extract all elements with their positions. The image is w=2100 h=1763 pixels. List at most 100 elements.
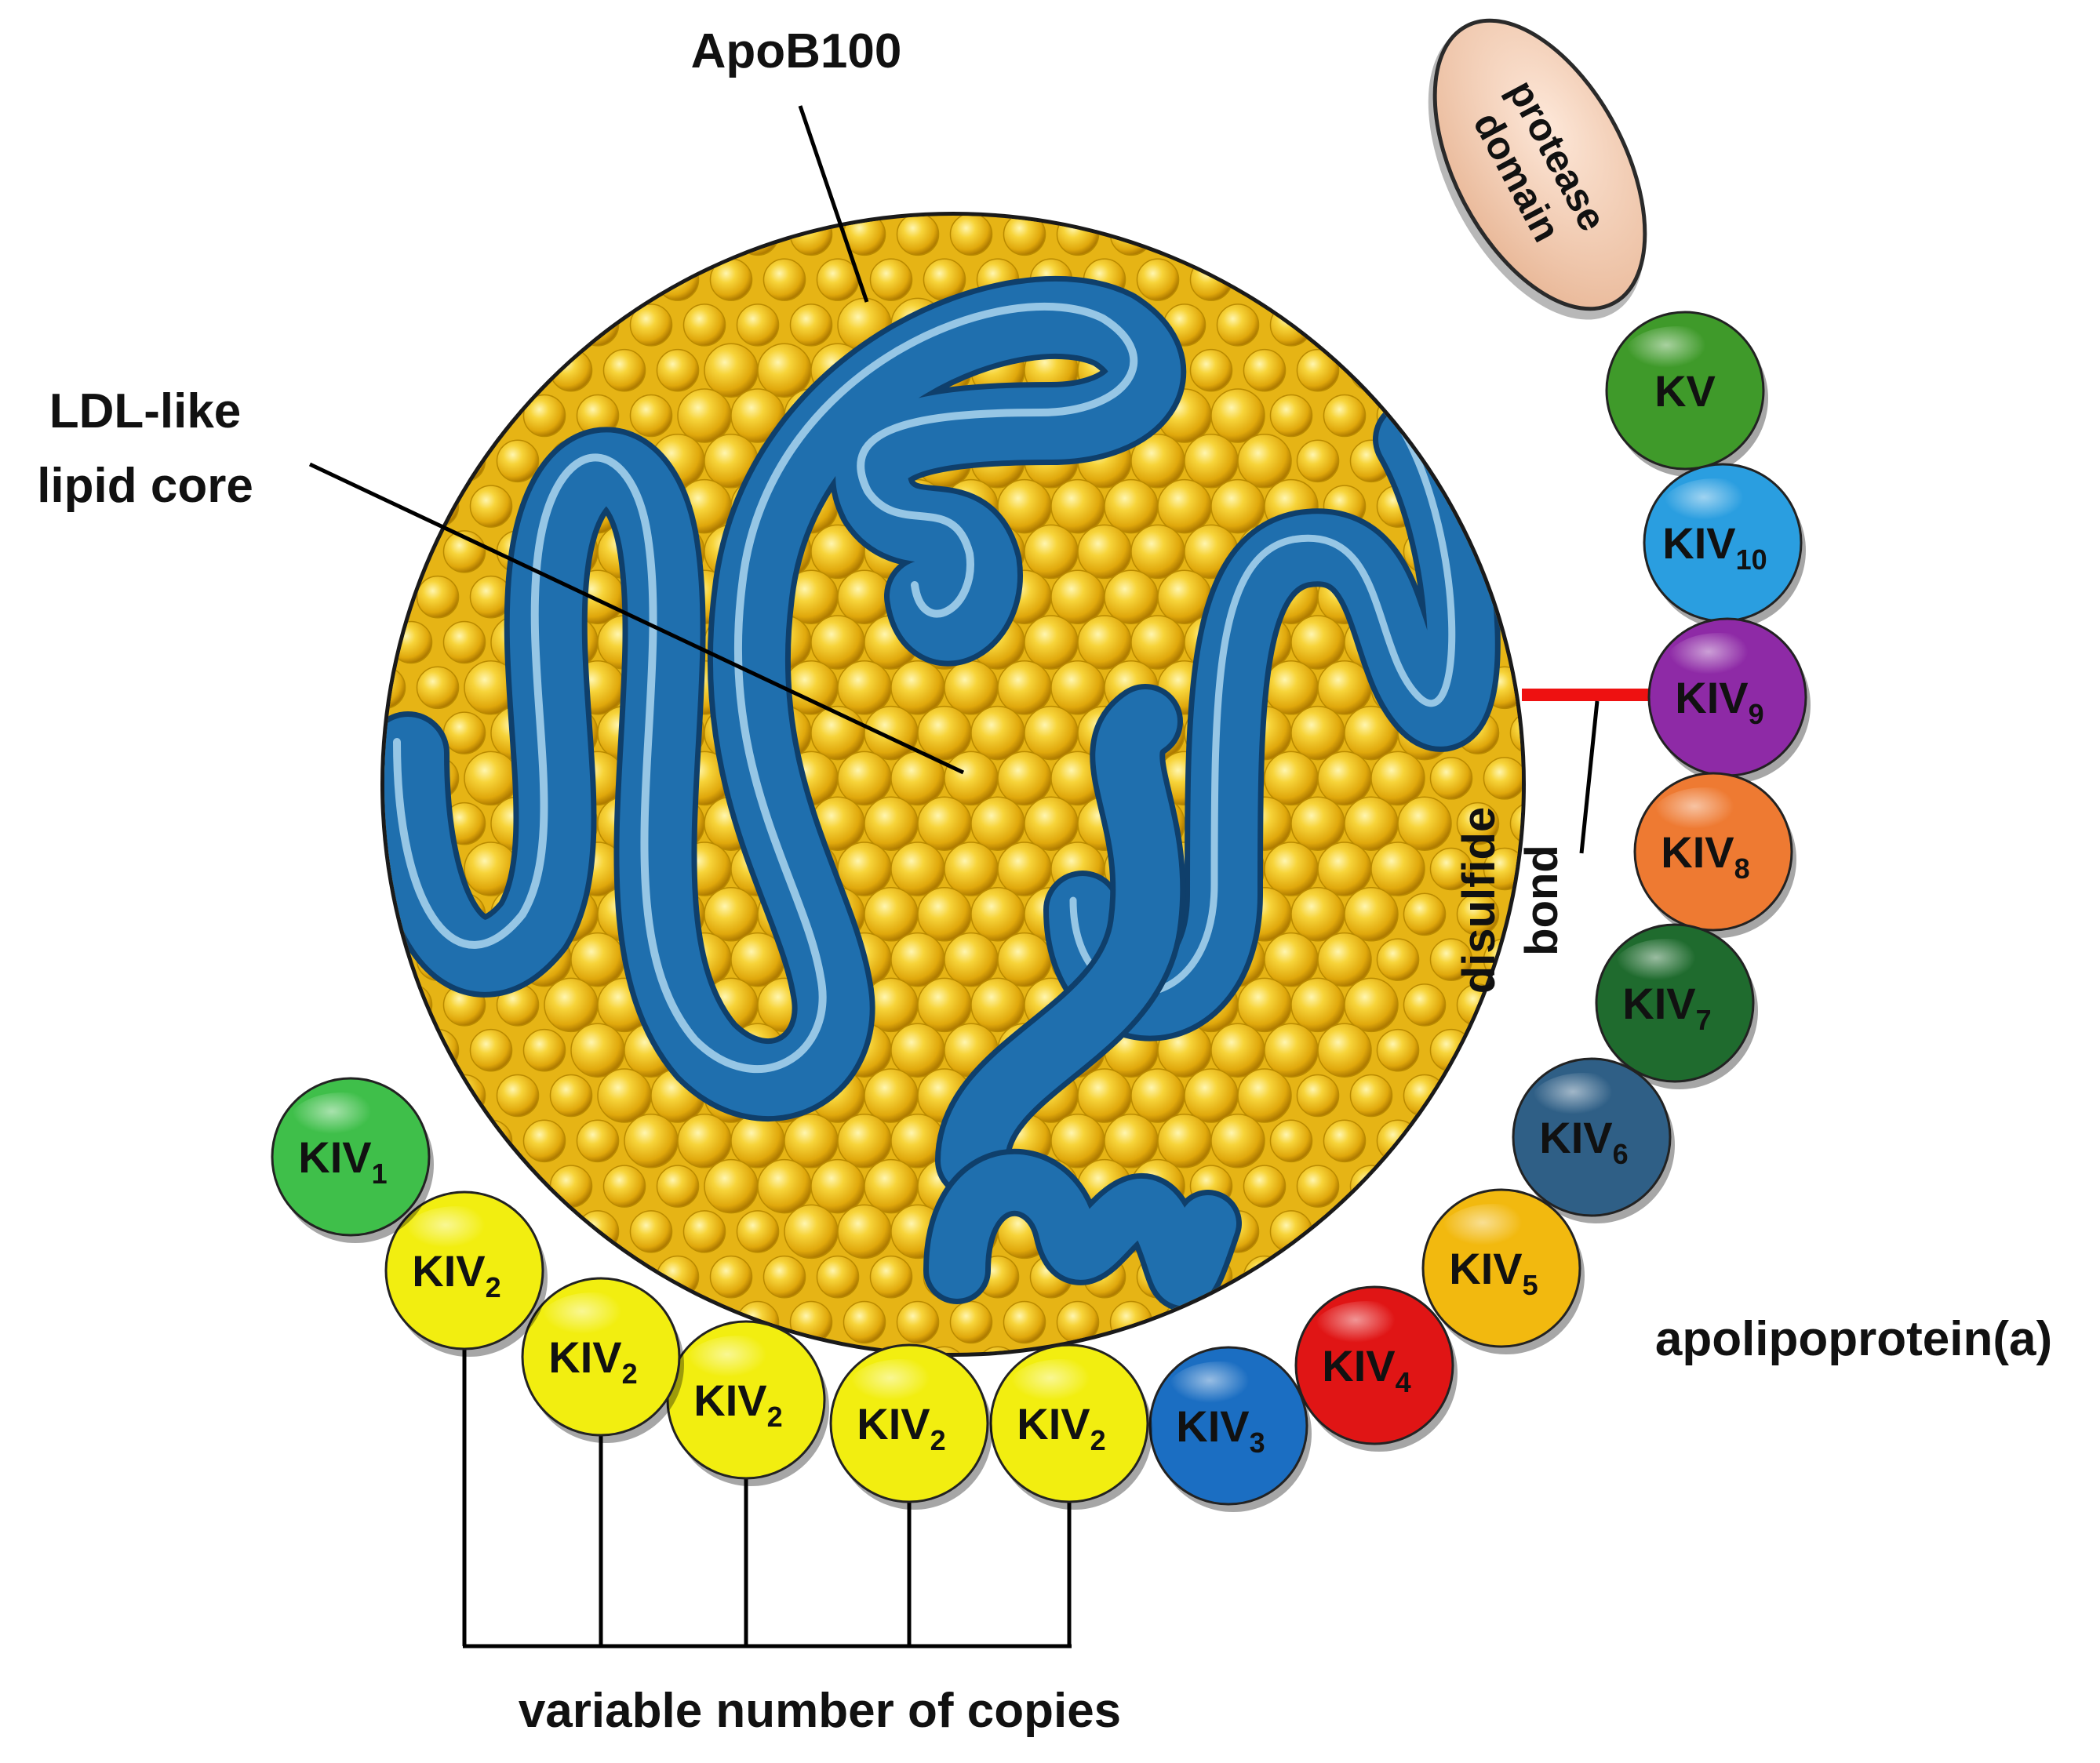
- lipid-droplet: [1104, 478, 1159, 534]
- lipid-droplet: [1509, 711, 1522, 754]
- lipid-droplet: [810, 615, 865, 670]
- kringle-kiv4: KIV4: [1294, 1285, 1458, 1452]
- lipid-droplet: [544, 977, 599, 1033]
- lipid-droplet: [1184, 434, 1239, 489]
- lipid-droplet: [1344, 977, 1399, 1033]
- lipid-droplet: [1296, 348, 1340, 392]
- lipid-droplet: [442, 711, 486, 754]
- lipid-droplet: [1290, 705, 1345, 761]
- kringle-kiv9-highlight: [1665, 633, 1774, 696]
- lipid-droplet: [1349, 1074, 1393, 1118]
- kringle-kiv2e-highlight: [1006, 1359, 1116, 1422]
- lipid-droplet: [762, 258, 806, 301]
- lipid-droplet: [837, 842, 892, 896]
- lipid-droplet: [549, 1165, 593, 1208]
- lipid-droplet: [944, 751, 999, 806]
- lipid-droplet: [997, 932, 1052, 987]
- kringle-kiv6-highlight: [1529, 1073, 1639, 1136]
- lipid-droplet: [442, 439, 486, 483]
- lipid-droplet: [997, 660, 1052, 715]
- lipid-droplet: [1370, 842, 1425, 896]
- lipid-droplet: [1429, 847, 1473, 891]
- kringle-kiv2b-highlight: [538, 1292, 648, 1355]
- lipid-droplet: [1344, 887, 1399, 942]
- kringle-kiv5: KIV5: [1421, 1188, 1585, 1354]
- lipid-droplet: [837, 1114, 892, 1169]
- variable-copies-label: variable number of copies: [519, 1684, 1121, 1738]
- apob100-ribbon: [384, 275, 1501, 1312]
- lipid-droplet: [1237, 1068, 1292, 1123]
- disulfide-label-line2: bond: [1516, 845, 1567, 956]
- lipid-droplet: [1157, 478, 1212, 534]
- lipid-droplet: [1509, 802, 1522, 845]
- lipid-droplet: [970, 887, 1025, 942]
- lipid-droplet: [1403, 983, 1447, 1027]
- lipid-droplet: [1317, 660, 1372, 715]
- lipid-droplet: [522, 394, 566, 438]
- lipid-droplet: [890, 1023, 945, 1078]
- lipid-droplet: [1136, 258, 1180, 301]
- lipid-droplet: [1509, 620, 1522, 664]
- lipid-droplet: [890, 842, 945, 896]
- lipid-droplet: [736, 1210, 780, 1253]
- lipid-droplet: [816, 1255, 860, 1299]
- kringle-kv: KV: [1605, 311, 1768, 477]
- lipid-droplet: [416, 485, 460, 528]
- lipid-droplet: [1269, 1119, 1313, 1163]
- kringle-kiv8: KIV8: [1633, 772, 1796, 938]
- lipid-droplet: [677, 1114, 732, 1169]
- lipid-droplet: [469, 485, 513, 528]
- lipid-droplet: [1024, 615, 1079, 670]
- lipid-droplet: [1050, 478, 1105, 534]
- kringle-kv-label: KV: [1654, 366, 1716, 416]
- lipid-droplet: [1376, 1028, 1420, 1072]
- lipid-droplet: [1130, 615, 1185, 670]
- disulfide-label-line1: disulfide: [1454, 807, 1505, 994]
- lipid-droplet: [522, 1119, 566, 1163]
- lipid-droplet: [1077, 1068, 1132, 1123]
- kringle-kiv7: KIV7: [1595, 923, 1758, 1089]
- lipid-droplet: [997, 842, 1052, 896]
- lipid-droplet: [1323, 1119, 1367, 1163]
- kringle-kiv10-highlight: [1660, 478, 1770, 541]
- lipid-droplet: [1344, 796, 1399, 851]
- kringle-kiv2d: KIV2: [829, 1343, 992, 1510]
- lipid-droplet: [1456, 802, 1500, 845]
- apolipoprotein-a-label: apolipoprotein(a): [1655, 1312, 2052, 1366]
- lipid-droplet: [1483, 757, 1522, 800]
- kringle-kiv2c: KIV2: [666, 1320, 829, 1486]
- lipid-droplet: [1269, 394, 1313, 438]
- lipid-droplet: [890, 660, 945, 715]
- kringle-kiv6: KIV6: [1512, 1057, 1675, 1223]
- lipid-droplet: [970, 705, 1025, 761]
- lipid-droplet: [1184, 1068, 1239, 1123]
- kringle-kiv1: KIV1: [271, 1077, 434, 1243]
- lipid-droplet: [784, 1114, 839, 1169]
- lipid-droplet: [709, 1255, 753, 1299]
- lipid-droplet: [1429, 757, 1473, 800]
- lipid-droplet: [1323, 1210, 1367, 1253]
- lipid-droplet: [1210, 388, 1265, 443]
- lipid-droplet: [736, 304, 780, 347]
- lipid-droplet: [704, 887, 759, 942]
- lipid-droplet: [1024, 524, 1079, 580]
- lipid-droplet: [1237, 977, 1292, 1033]
- lipid-droplet: [837, 569, 892, 624]
- lipid-droplet: [602, 348, 646, 392]
- lipid-droplet: [1216, 304, 1260, 347]
- lipid-droplet: [602, 1165, 646, 1208]
- lipid-droplet: [896, 216, 940, 256]
- lipid-droplet: [1290, 887, 1345, 942]
- lipid-droplet: [1317, 842, 1372, 896]
- lipid-droplet: [1189, 258, 1233, 301]
- lipid-droplet: [1456, 892, 1500, 936]
- lipid-droplet: [570, 1023, 625, 1078]
- lipid-droplet: [629, 304, 673, 347]
- lipid-droplet: [384, 938, 406, 981]
- kringle-kiv2d-highlight: [846, 1359, 956, 1422]
- lipid-droplet: [944, 660, 999, 715]
- lipid-droplet: [1243, 348, 1287, 392]
- lipid-droplet: [442, 620, 486, 664]
- kringle-kiv7-highlight: [1612, 939, 1722, 1001]
